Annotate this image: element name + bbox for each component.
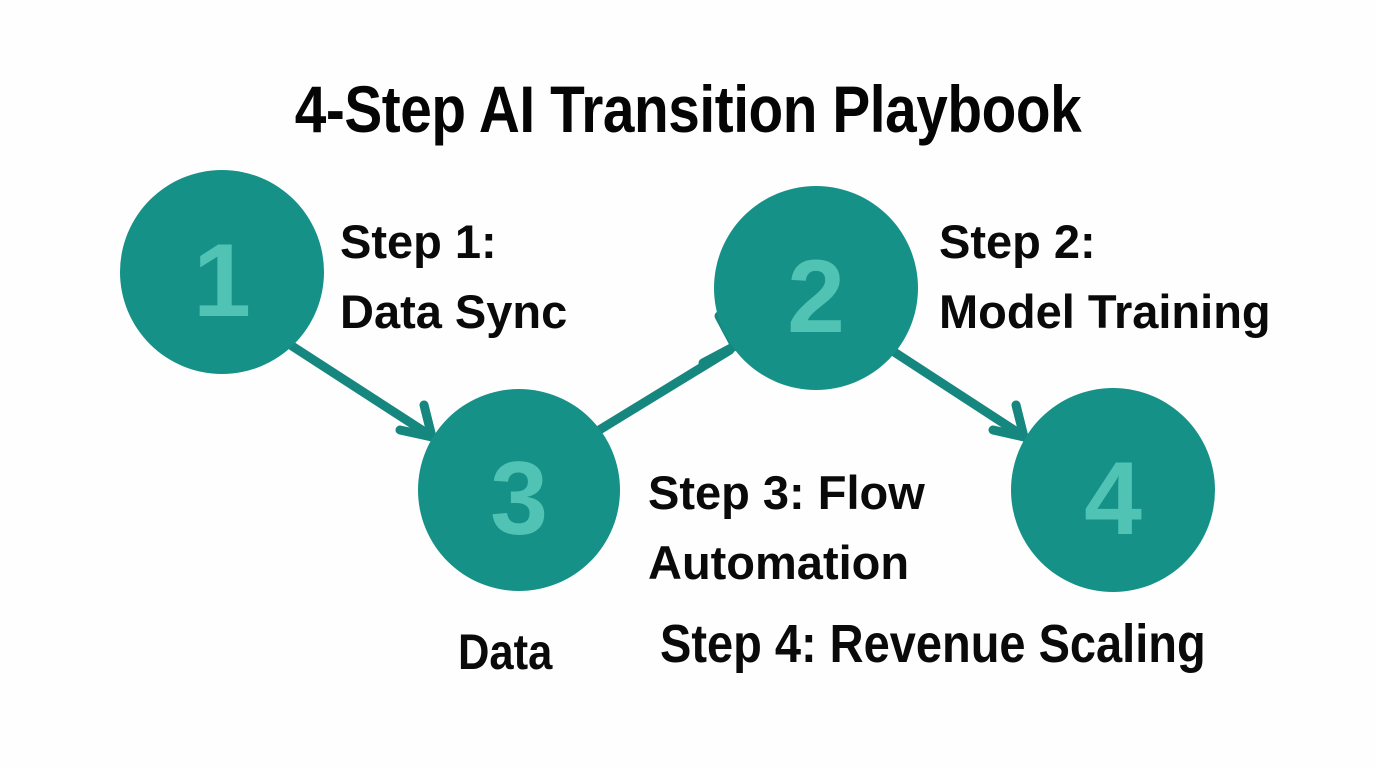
page-title: 4-Step AI Transition Playbook (294, 72, 1082, 146)
node-2-circle[interactable] (714, 186, 918, 390)
step-2-label: Step 2: Model Training (939, 215, 1271, 338)
node-1-number: 1 (193, 223, 251, 339)
step-3-label: Step 3: Flow Automation (648, 466, 925, 589)
node-4-number: 4 (1084, 441, 1142, 557)
edge-2-to-4 (883, 343, 1029, 442)
node-2[interactable]: 2 (714, 186, 918, 390)
edge-1-to-3 (287, 341, 437, 442)
node-2-number: 2 (787, 239, 845, 355)
node-4-circle[interactable] (1011, 388, 1215, 592)
node-3-number: 3 (490, 441, 548, 557)
node-4[interactable]: 4 (1011, 388, 1215, 592)
data-label: Data (458, 624, 553, 680)
step-4-label: Step 4: Revenue Scaling (660, 614, 1206, 674)
step-1-label: Step 1: Data Sync (340, 215, 568, 338)
edge-3-to-2 (591, 311, 740, 437)
node-1[interactable]: 1 (120, 170, 324, 374)
node-3[interactable]: 3 (418, 389, 620, 591)
node-3-circle[interactable] (418, 389, 620, 591)
node-1-circle[interactable] (120, 170, 324, 374)
